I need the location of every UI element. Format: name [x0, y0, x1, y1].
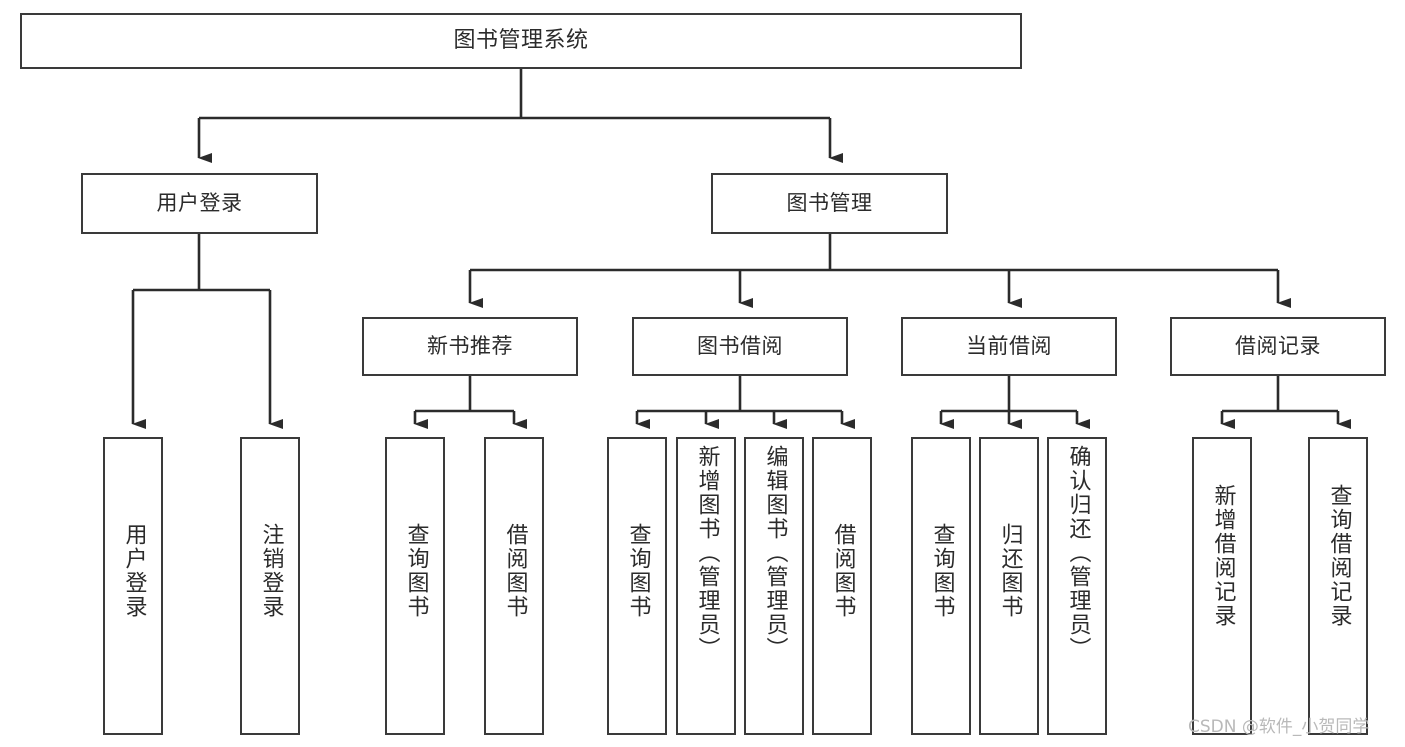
leaf-borrow-book-1[interactable]: 借阅图书 — [484, 437, 544, 735]
node-new-book-recommend-label: 新书推荐 — [427, 334, 513, 359]
leaf-add-book[interactable]: 新增图书（管理员） — [676, 437, 736, 735]
leaf-user-login-label: 用户登录 — [121, 523, 147, 619]
node-root[interactable]: 图书管理系统 — [20, 13, 1022, 69]
node-new-book-recommend[interactable]: 新书推荐 — [362, 317, 578, 376]
leaf-query-book-2-label: 查询图书 — [625, 523, 651, 619]
watermark: CSDN @软件_小贺同学 — [1188, 717, 1370, 737]
leaf-query-book-3[interactable]: 查询图书 — [911, 437, 971, 735]
node-current-borrow-label: 当前借阅 — [966, 334, 1052, 359]
leaf-query-book-3-label: 查询图书 — [929, 523, 955, 619]
leaf-borrow-book-2-label: 借阅图书 — [830, 523, 856, 619]
leaf-return-book[interactable]: 归还图书 — [979, 437, 1039, 735]
node-user-login[interactable]: 用户登录 — [81, 173, 318, 234]
leaf-query-book-1[interactable]: 查询图书 — [385, 437, 445, 735]
leaf-add-record[interactable]: 新增借阅记录 — [1192, 437, 1252, 735]
leaf-confirm-return[interactable]: 确认归还（管理员） — [1047, 437, 1107, 735]
node-book-management-label: 图书管理 — [786, 191, 873, 216]
leaf-edit-book-label: 编辑图书（管理员） — [762, 445, 788, 661]
node-borrow-record[interactable]: 借阅记录 — [1170, 317, 1386, 376]
leaf-logout-login-label: 注销登录 — [258, 523, 284, 619]
leaf-borrow-book-1-label: 借阅图书 — [502, 523, 528, 619]
leaf-add-record-label: 新增借阅记录 — [1210, 484, 1236, 628]
node-book-borrow-label: 图书借阅 — [697, 334, 783, 359]
node-book-management[interactable]: 图书管理 — [711, 173, 948, 234]
leaf-edit-book[interactable]: 编辑图书（管理员） — [744, 437, 804, 735]
node-current-borrow[interactable]: 当前借阅 — [901, 317, 1117, 376]
node-user-login-label: 用户登录 — [156, 191, 243, 216]
leaf-query-record-label: 查询借阅记录 — [1326, 484, 1352, 628]
leaf-query-book-1-label: 查询图书 — [403, 523, 429, 619]
node-root-label: 图书管理系统 — [453, 28, 589, 54]
node-book-borrow[interactable]: 图书借阅 — [632, 317, 848, 376]
leaf-query-record[interactable]: 查询借阅记录 — [1308, 437, 1368, 735]
leaf-return-book-label: 归还图书 — [997, 523, 1023, 619]
node-borrow-record-label: 借阅记录 — [1235, 334, 1321, 359]
leaf-borrow-book-2[interactable]: 借阅图书 — [812, 437, 872, 735]
leaf-confirm-return-label: 确认归还（管理员） — [1065, 445, 1091, 661]
leaf-query-book-2[interactable]: 查询图书 — [607, 437, 667, 735]
leaf-user-login[interactable]: 用户登录 — [103, 437, 163, 735]
leaf-logout-login[interactable]: 注销登录 — [240, 437, 300, 735]
leaf-add-book-label: 新增图书（管理员） — [694, 445, 720, 661]
